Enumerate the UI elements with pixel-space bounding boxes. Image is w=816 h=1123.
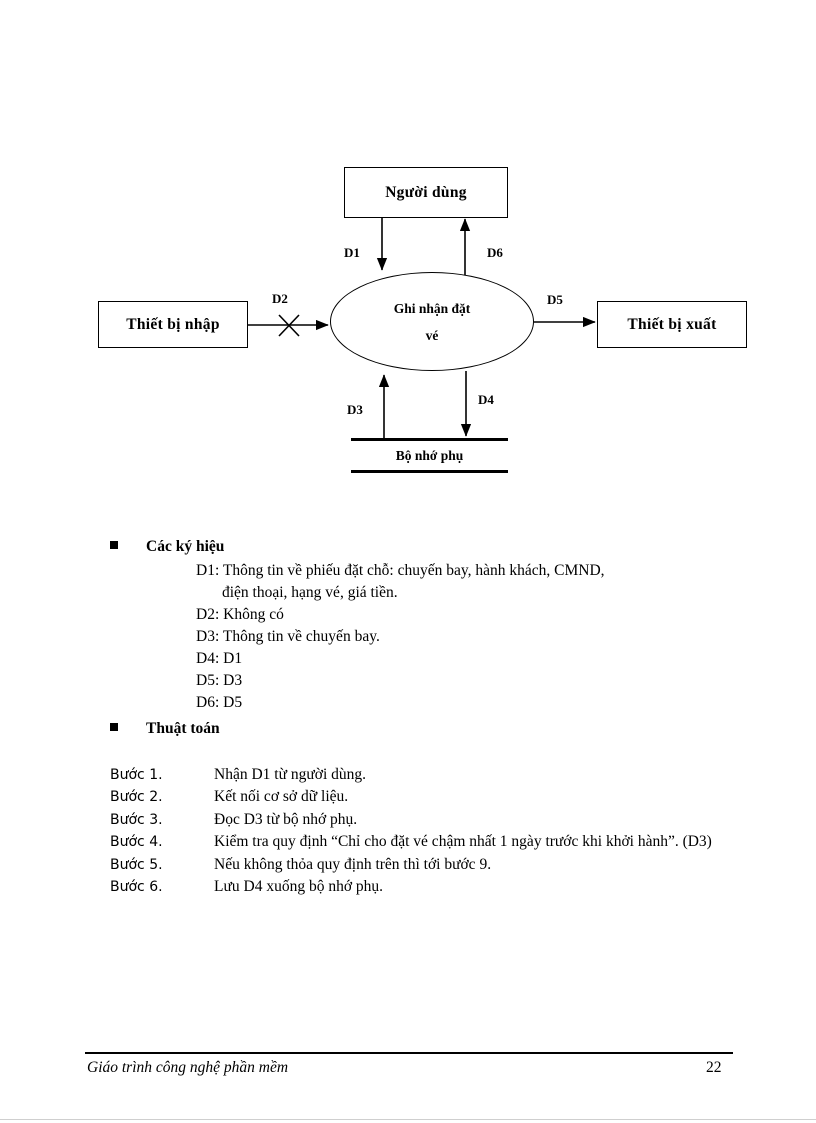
algorithm-step-text: Đọc D3 từ bộ nhớ phụ. — [214, 810, 358, 828]
edge-label-d3: D3 — [347, 402, 363, 417]
algorithm-step: Bước 4. Kiểm tra quy định “Chỉ cho đặt vé… — [110, 831, 740, 853]
diagram-node-input-device: Thiết bị nhập — [98, 301, 248, 348]
symbol-key: D4: — [196, 650, 220, 667]
symbol-key: D6: — [196, 694, 220, 711]
algorithm-step: Bước 6. Lưu D4 xuống bộ nhớ phụ. — [110, 876, 740, 898]
algorithm-step-label: Bước 6. — [110, 879, 163, 896]
algorithm-step-label: Bước 5. — [110, 856, 163, 873]
diagram-node-output-device-label: Thiết bị xuất — [627, 315, 717, 333]
heading-algorithm-label: Thuật toán — [146, 720, 220, 737]
symbol-text: Thông tin về phiếu đặt chỗ: chuyến bay, … — [219, 562, 605, 579]
square-bullet-icon — [110, 723, 118, 731]
edge-label-d4: D4 — [478, 392, 494, 407]
symbol-item: D4: D1 — [196, 648, 756, 670]
algorithm-steps-list: Bước 1. Nhận D1 từ người dùng. Bước 2. Kết … — [110, 764, 740, 899]
diagram-connectors — [248, 218, 596, 438]
symbol-key: D2: — [196, 606, 220, 623]
diagram-node-input-device-label: Thiết bị nhập — [126, 315, 220, 333]
symbol-text: D1 — [219, 650, 243, 667]
square-bullet-icon — [110, 541, 118, 549]
algorithm-step-text: Kiểm tra quy định “Chỉ cho đặt vé chậm n… — [214, 833, 712, 851]
symbol-item: D5: D3 — [196, 670, 756, 692]
algorithm-step-text: Nhận D1 từ người dùng. — [214, 766, 367, 783]
footer-title: Giáo trình công nghệ phần mềm — [87, 1059, 289, 1076]
symbol-text: D5 — [219, 694, 243, 711]
edge-label-d1: D1 — [344, 245, 360, 260]
algorithm-step-label: Bước 1. — [110, 767, 163, 783]
symbol-text: Thông tin về chuyến bay. — [219, 628, 380, 645]
algorithm-step-label: Bước 4. — [110, 834, 163, 851]
diagram-node-user: Người dùng — [344, 167, 508, 218]
symbol-text: Không có — [219, 606, 284, 623]
dataflow-diagram: Người dùng Thiết bị nhập Thiết bị xuất G… — [0, 0, 816, 500]
diagram-node-user-label: Người dùng — [385, 183, 467, 201]
diagram-node-output-device: Thiết bị xuất — [597, 301, 747, 348]
footer-divider — [85, 1052, 733, 1054]
page-bottom-edge — [0, 1119, 816, 1120]
symbol-text-continuation: điện thoại, hạng vé, giá tiền. — [222, 584, 398, 601]
algorithm-step-text: Nếu không thỏa quy định trên thì tới bướ… — [214, 855, 492, 873]
datastore-top-rule — [351, 438, 508, 441]
algorithm-step: Bước 3. Đọc D3 từ bộ nhớ phụ. — [110, 809, 740, 831]
symbols-list: D1: Thông tin về phiếu đặt chỗ: chuyến b… — [196, 560, 756, 714]
symbol-key: D1: — [196, 562, 220, 579]
algorithm-step-text: Kết nối cơ sở dữ liệu. — [214, 788, 349, 806]
edge-label-d5: D5 — [547, 292, 563, 307]
heading-symbols: Các ký hiệu — [110, 538, 224, 556]
symbol-text: D3 — [219, 672, 243, 689]
algorithm-step: Bước 1. Nhận D1 từ người dùng. — [110, 764, 740, 786]
symbol-item: D6: D5 — [196, 692, 756, 714]
symbol-item: D3: Thông tin về chuyến bay. — [196, 626, 756, 648]
diagram-node-process: Ghi nhận đặt vé — [330, 272, 534, 371]
edge-label-d2: D2 — [272, 291, 288, 306]
symbol-key: D3: — [196, 628, 220, 645]
heading-algorithm: Thuật toán — [110, 720, 220, 738]
symbol-key: D5: — [196, 672, 220, 689]
algorithm-step: Bước 2. Kết nối cơ sở dữ liệu. — [110, 786, 740, 808]
algorithm-step-label: Bước 2. — [110, 789, 163, 806]
diagram-node-process-label-line1: Ghi nhận đặt — [393, 300, 471, 316]
algorithm-step-label: Bước 3. — [110, 811, 163, 828]
edge-d2-cross-stroke-2 — [278, 314, 300, 337]
heading-symbols-label: Các ký hiệu — [146, 538, 225, 555]
footer-page-number: 22 — [706, 1059, 722, 1076]
edge-label-d6: D6 — [487, 245, 503, 260]
diagram-node-process-label-line2: vé — [425, 327, 439, 343]
diagram-node-datastore-label: Bộ nhớ phụ — [395, 448, 464, 463]
datastore-bottom-rule — [351, 470, 508, 473]
symbol-item: D2: Không có — [196, 604, 756, 626]
algorithm-step-text: Lưu D4 xuống bộ nhớ phụ. — [214, 878, 384, 896]
algorithm-step: Bước 5. Nếu không thỏa quy định trên thì … — [110, 854, 740, 876]
symbol-item: D1: Thông tin về phiếu đặt chỗ: chuyến b… — [196, 560, 756, 604]
